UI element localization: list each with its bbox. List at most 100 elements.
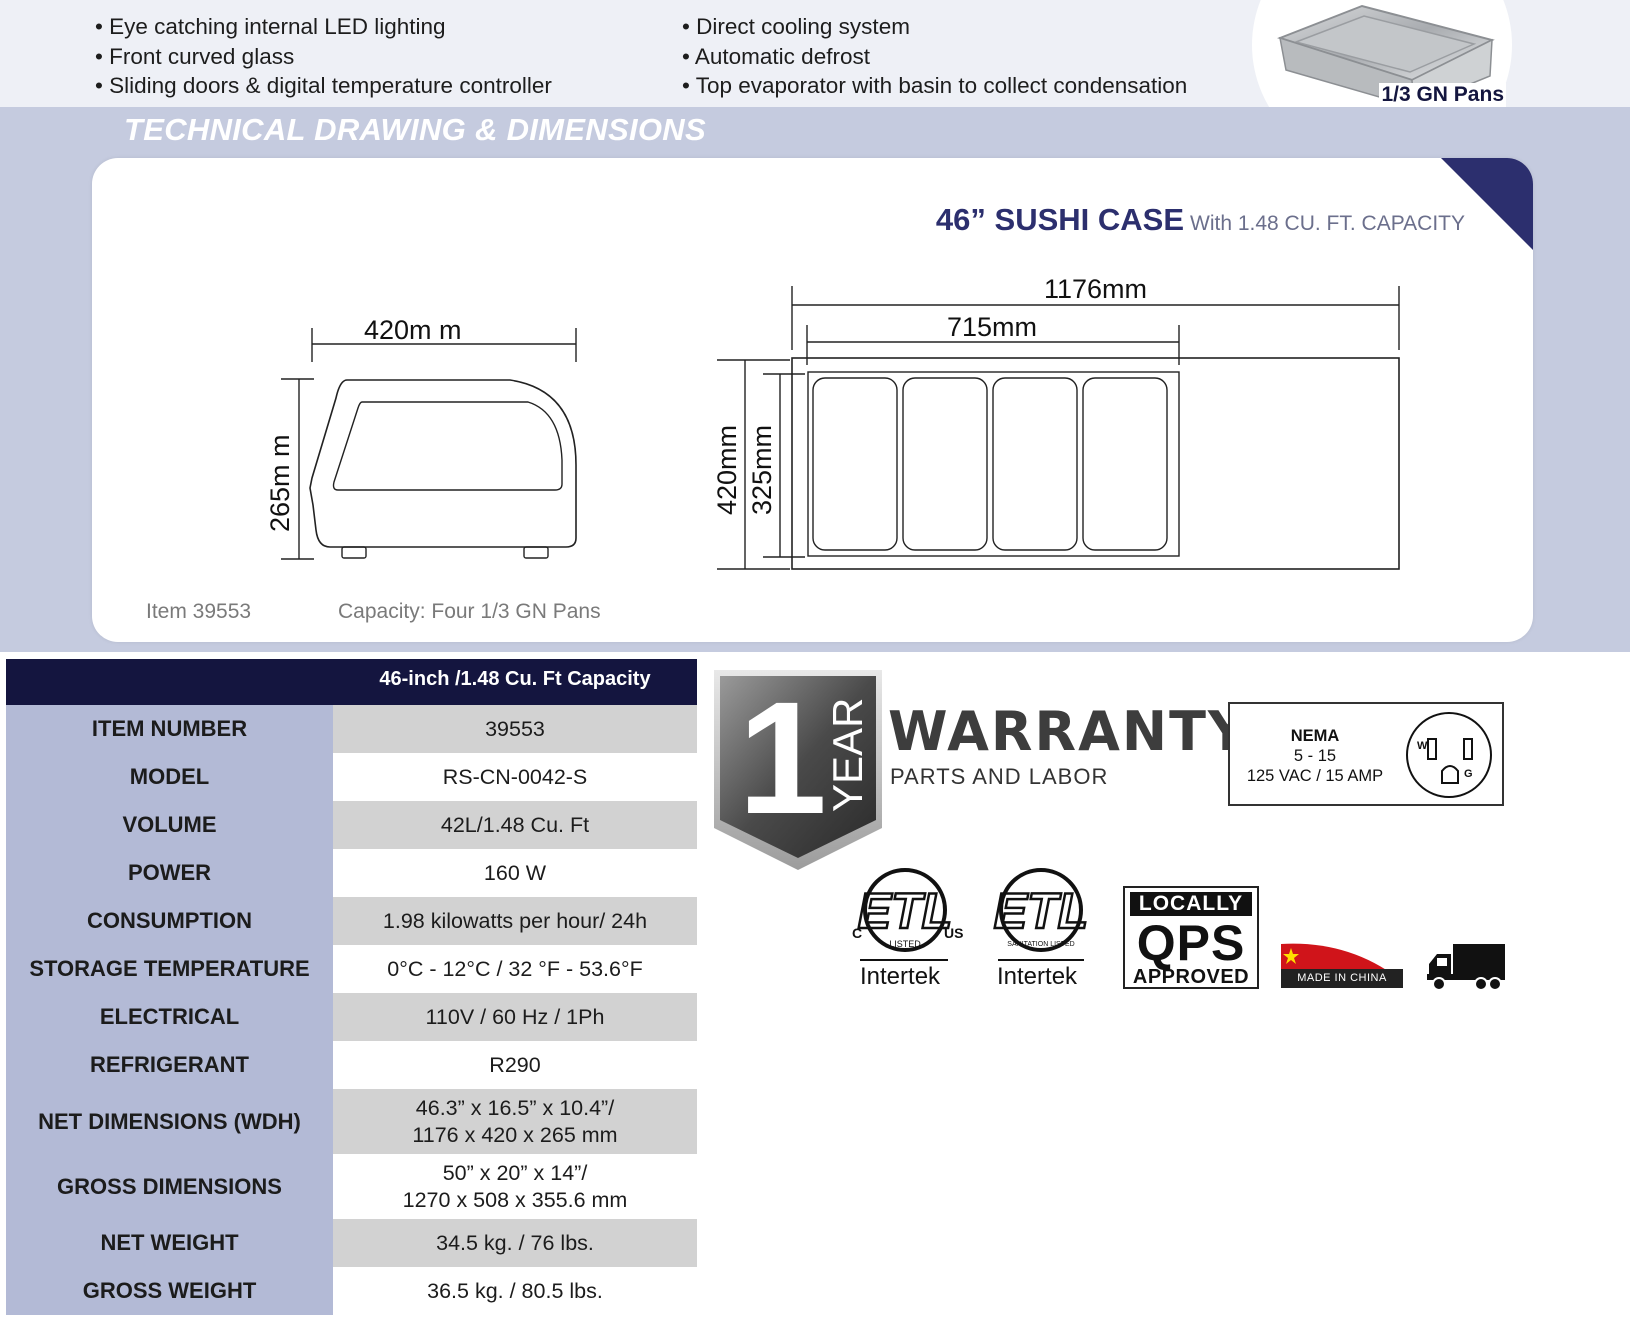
qps-mid: QPS <box>1136 915 1246 971</box>
spec-value-line: 46.3” x 16.5” x 10.4”/ <box>415 1095 615 1120</box>
features-left: • Eye catching internal LED lighting • F… <box>95 12 552 101</box>
spec-table: 46-inch /1.48 Cu. Ft Capacity ITEM NUMBE… <box>6 659 697 1315</box>
front-width-label: 1176mm <box>1044 274 1147 304</box>
inner-depth-label: 325mm <box>747 425 777 515</box>
inner-width-label: 715mm <box>947 312 1037 342</box>
spec-label: CONSUMPTION <box>6 897 333 945</box>
pan-well-outline <box>807 371 1180 557</box>
nema-plug-icon: W G <box>1406 712 1492 798</box>
table-row: GROSS DIMENSIONS 50” x 20” x 14”/ 1270 x… <box>6 1154 697 1219</box>
warranty-title: WARRANTY <box>888 700 1250 763</box>
spec-value: R290 <box>333 1041 697 1089</box>
spec-label: ITEM NUMBER <box>6 705 333 753</box>
table-row: ITEM NUMBER 39553 <box>6 705 697 753</box>
side-profile-outline <box>309 379 577 548</box>
etl1-listed: LISTED <box>889 939 921 949</box>
table-row: POWER 160 W <box>6 849 697 897</box>
gn-pan-slot <box>902 377 988 551</box>
feature-item: • Direct cooling system <box>682 14 910 39</box>
spec-value: 42L/1.48 Cu. Ft <box>333 801 697 849</box>
spec-value: 39553 <box>333 705 697 753</box>
warranty-year: YEAR <box>824 698 871 812</box>
qps-bottom: APPROVED <box>1132 966 1250 988</box>
spec-label: NET DIMENSIONS (WDH) <box>6 1089 333 1154</box>
spec-value: 34.5 kg. / 76 lbs. <box>333 1219 697 1267</box>
spec-label: GROSS WEIGHT <box>6 1267 333 1315</box>
table-row: NET DIMENSIONS (WDH) 46.3” x 16.5” x 10.… <box>6 1089 697 1154</box>
side-glass-outline <box>332 401 563 491</box>
spec-value: 50” x 20” x 14”/ 1270 x 508 x 355.6 mm <box>333 1154 697 1219</box>
qps-top: LOCALLY <box>1130 892 1252 916</box>
feature-item: • Front curved glass <box>95 43 295 69</box>
depth-label: 420mm <box>712 425 742 515</box>
gn-pan-slot <box>812 377 898 551</box>
gn-pan-slot <box>1082 377 1168 551</box>
svg-text:ETL: ETL <box>858 883 952 939</box>
top-view-outline <box>791 357 1400 570</box>
table-row: GROSS WEIGHT 36.5 kg. / 80.5 lbs. <box>6 1267 697 1315</box>
spec-label: GROSS DIMENSIONS <box>6 1154 333 1219</box>
table-row: MODEL RS-CN-0042-S <box>6 753 697 801</box>
table-row: NET WEIGHT 34.5 kg. / 76 lbs. <box>6 1219 697 1267</box>
spec-value: 1.98 kilowatts per hour/ 24h <box>333 897 697 945</box>
qps-approved-badge: LOCALLY QPS APPROVED <box>1123 886 1259 989</box>
spec-label: ELECTRICAL <box>6 993 333 1041</box>
etl2-intertek: Intertek <box>997 963 1078 990</box>
etl2-listed: SANITATION LISTED <box>1007 941 1074 948</box>
gn-pan-slot <box>992 377 1078 551</box>
spec-table-header: 46-inch /1.48 Cu. Ft Capacity <box>6 659 697 705</box>
features-right: • Direct cooling system • Automatic defr… <box>682 12 1187 101</box>
table-row: CONSUMPTION 1.98 kilowatts per hour/ 24h <box>6 897 697 945</box>
nema-g-label: G <box>1464 768 1473 780</box>
side-width-label: 420m m <box>364 315 462 345</box>
spec-label: POWER <box>6 849 333 897</box>
warranty-subtitle: PARTS AND LABOR <box>890 764 1109 789</box>
warranty-shield-icon: 1 YEAR <box>714 668 882 870</box>
feature-item: • Eye catching internal LED lighting <box>95 14 446 39</box>
nema-text: NEMA 5 - 15 125 VAC / 15 AMP <box>1230 726 1400 786</box>
spec-value: 110V / 60 Hz / 1Ph <box>333 993 697 1041</box>
nema-type: 5 - 15 <box>1293 747 1337 765</box>
feature-item: • Top evaporator with basin to collect c… <box>682 73 1188 98</box>
nema-rating: 125 VAC / 15 AMP <box>1246 767 1384 785</box>
spec-label: STORAGE TEMPERATURE <box>6 945 333 993</box>
card-title: 46” SUSHI CASE With 1.48 CU. FT. CAPACITY <box>936 202 1465 238</box>
etl1-intertek: Intertek <box>860 963 941 990</box>
side-height-label: 265m m <box>265 434 295 532</box>
table-row: VOLUME 42L/1.48 Cu. Ft <box>6 801 697 849</box>
spec-header-label: 46-inch /1.48 Cu. Ft Capacity <box>379 668 651 690</box>
section-title: TECHNICAL DRAWING & DIMENSIONS <box>124 112 706 147</box>
spec-value-line: 50” x 20” x 14”/ <box>442 1160 588 1185</box>
spec-value: RS-CN-0042-S <box>333 753 697 801</box>
svg-text:ETL: ETL <box>994 883 1088 939</box>
etl1-c: C <box>852 925 862 941</box>
product-subtitle: With 1.48 CU. FT. CAPACITY <box>1190 212 1465 235</box>
truck-icon <box>1427 944 1505 991</box>
etl1-us: US <box>944 925 963 941</box>
spec-value: 36.5 kg. / 80.5 lbs. <box>333 1267 697 1315</box>
etl-sanitation-icon: ETL SANITATION LISTED <box>993 868 1089 961</box>
table-row: ELECTRICAL 110V / 60 Hz / 1Ph <box>6 993 697 1041</box>
feature-item: • Automatic defrost <box>682 43 870 69</box>
warranty-number: 1 <box>738 668 827 847</box>
nema-title: NEMA <box>1290 727 1340 745</box>
table-row: STORAGE TEMPERATURE 0°C - 12°C / 32 °F -… <box>6 945 697 993</box>
table-row: REFRIGERANT R290 <box>6 1041 697 1089</box>
etl-listed-icon: ETL LISTED C US <box>852 868 963 961</box>
spec-label: NET WEIGHT <box>6 1219 333 1267</box>
spec-value-line: 1176 x 420 x 265 mm <box>412 1122 618 1147</box>
nema-w-label: W <box>1417 740 1428 752</box>
pan-badge: 1/3 GN Pans <box>1252 0 1512 107</box>
spec-label: VOLUME <box>6 801 333 849</box>
spec-value: 160 W <box>333 849 697 897</box>
spec-label: REFRIGERANT <box>6 1041 333 1089</box>
spec-value: 46.3” x 16.5” x 10.4”/ 1176 x 420 x 265 … <box>333 1089 697 1154</box>
pan-badge-label: 1/3 GN Pans <box>1379 83 1506 107</box>
product-title: 46” SUSHI CASE <box>935 202 1184 237</box>
nema-box: NEMA 5 - 15 125 VAC / 15 AMP W G <box>1228 702 1504 806</box>
feature-item: • Sliding doors & digital temperature co… <box>95 73 552 98</box>
spec-label: MODEL <box>6 753 333 801</box>
card-corner <box>1441 158 1533 250</box>
spec-value-line: 1270 x 508 x 355.6 mm <box>402 1187 628 1212</box>
